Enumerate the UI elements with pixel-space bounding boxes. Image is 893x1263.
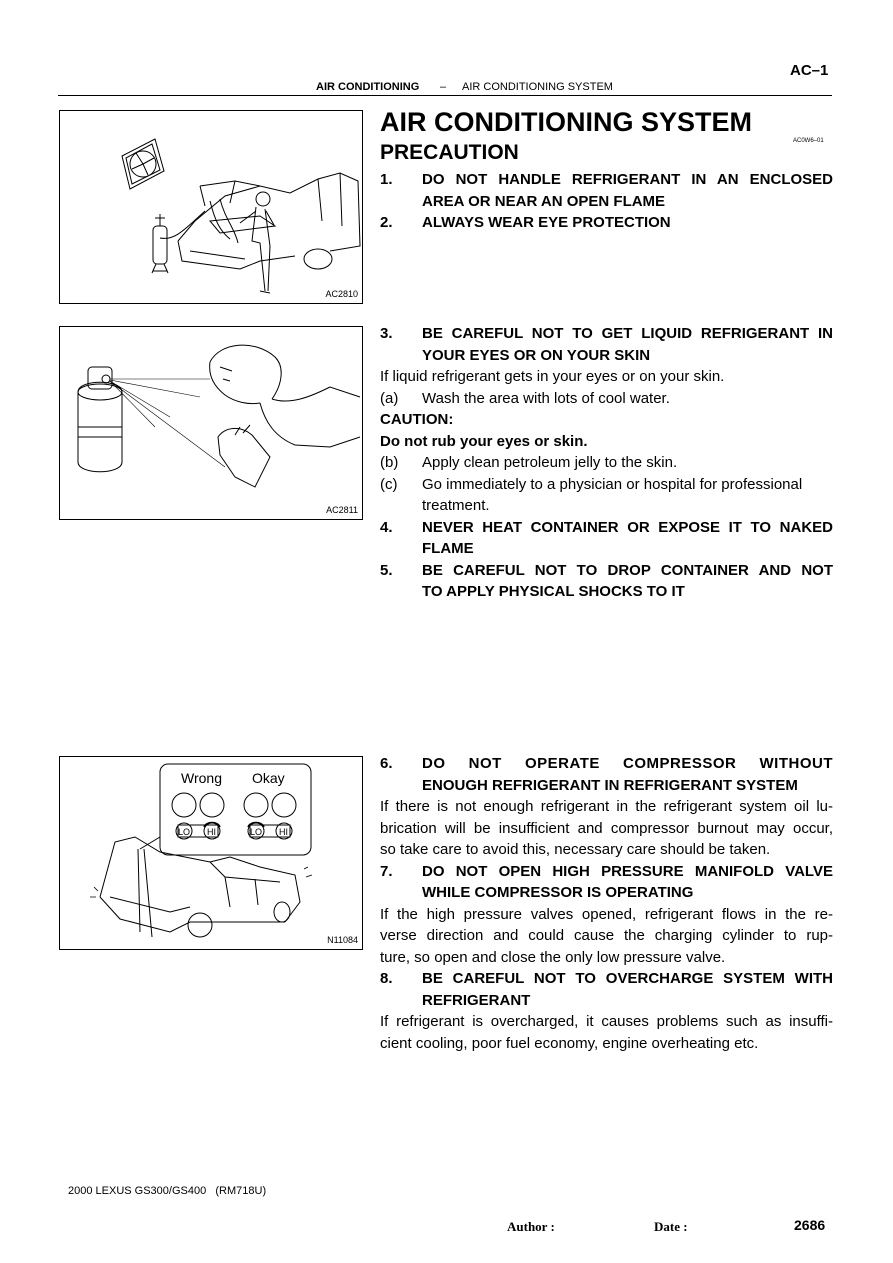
footer-date-label: Date : bbox=[654, 1219, 688, 1234]
gauge-set-wrong bbox=[171, 792, 225, 840]
page-title: AIR CONDITIONING SYSTEM bbox=[380, 107, 753, 137]
item-text-line2: TO APPLY PHYSICAL SHOCKS TO IT bbox=[422, 583, 685, 600]
item-text-line2: YOUR EYES OR ON YOUR SKIN bbox=[422, 346, 651, 364]
item-text-line2: AREA OR NEAR AN OPEN FLAME bbox=[422, 192, 666, 210]
car-icon bbox=[99, 836, 301, 938]
page-code: AC–1 bbox=[790, 62, 829, 79]
gauge-hi-label-okay: HI bbox=[279, 827, 288, 837]
car-icon bbox=[177, 172, 361, 270]
figure-code: AC2811 bbox=[326, 505, 358, 515]
caution-label: CAUTION: bbox=[380, 411, 454, 428]
document-id: AC0W6–01 bbox=[793, 138, 824, 144]
item-number: 8. bbox=[380, 970, 393, 987]
item-text-line2: REFRIGERANT bbox=[422, 991, 531, 1009]
gauge-set-okay bbox=[243, 792, 297, 840]
refrigerant-container-icon bbox=[77, 366, 123, 473]
item-text-line2: WHILE COMPRESSOR IS OPERATING bbox=[422, 884, 694, 901]
step-label: (a) bbox=[380, 389, 399, 407]
step-text: Apply clean petroleum jelly to the skin. bbox=[422, 454, 678, 471]
caution-text: Do not rub your eyes or skin. bbox=[380, 432, 588, 450]
item-number: 3. bbox=[380, 325, 393, 342]
figure-enclosed-area: AC2810 bbox=[59, 110, 363, 304]
label-okay: Okay bbox=[252, 770, 285, 786]
step-label: (b) bbox=[380, 454, 399, 471]
step-label: (c) bbox=[380, 475, 398, 493]
charging-cylinder-icon bbox=[151, 210, 206, 274]
item-number: 1. bbox=[380, 171, 393, 188]
section-title: AIR CONDITIONING bbox=[316, 81, 420, 93]
item-text-line1: BE CAREFUL NOT TO GET LIQUID REFRIGERANT… bbox=[422, 325, 833, 342]
label-wrong: Wrong bbox=[181, 770, 222, 786]
figure-eye-protection: AC2811 bbox=[59, 326, 363, 520]
item-number: 7. bbox=[380, 862, 393, 880]
person-icon bbox=[209, 344, 361, 488]
step-text-line2: treatment. bbox=[422, 497, 490, 514]
item-7-text-line3: ture, so open and close the only low pre… bbox=[380, 948, 726, 966]
item-6-text-line1: If there is not enough refrigerant in th… bbox=[380, 798, 833, 815]
subsection-title: AIR CONDITIONING SYSTEM bbox=[462, 81, 613, 93]
figure-manifold-gauges: Wrong Okay LO HI LO HI N11084 bbox=[59, 756, 363, 950]
item-number: 4. bbox=[380, 518, 393, 536]
figure-code: N11084 bbox=[327, 935, 358, 945]
section-subtitle: PRECAUTION bbox=[380, 141, 519, 164]
item-text-line1: ALWAYS WEAR EYE PROTECTION bbox=[422, 214, 671, 231]
gauge-lo-label-okay: LO bbox=[250, 827, 263, 837]
item-7-text-line2: verse direction and could cause the char… bbox=[380, 927, 833, 944]
item-7-text-line1: If the high pressure valves opened, refr… bbox=[380, 905, 833, 923]
item-6-text-line2: brication will be insufficient and compr… bbox=[380, 819, 833, 837]
footer-author-label: Author : bbox=[507, 1219, 555, 1234]
gauge-lo-label-wrong: LO bbox=[178, 827, 191, 837]
item-text-line2: ENOUGH REFRIGERANT IN REFRIGERANT SYSTEM bbox=[422, 776, 798, 794]
gauge-hi-label-wrong: HI bbox=[207, 827, 216, 837]
step-text-line1: Go immediately to a physician or hospita… bbox=[422, 475, 803, 493]
item-number: 6. bbox=[380, 755, 393, 772]
item-text-line1: DO NOT HANDLE REFRIGERANT IN AN ENCLOSED bbox=[422, 171, 833, 188]
item-3-description: If liquid refrigerant gets in your eyes … bbox=[380, 368, 725, 385]
footer-page-number: 2686 bbox=[794, 1217, 826, 1233]
item-text-line1: BE CAREFUL NOT TO OVERCHARGE SYSTEM WITH bbox=[422, 970, 833, 987]
figure-enclosed-area-drawing bbox=[121, 138, 361, 294]
header-separator: – bbox=[440, 81, 447, 93]
figure-eye-protection-drawing bbox=[77, 344, 361, 488]
header-rule bbox=[58, 95, 832, 96]
item-text-line1: BE CAREFUL NOT TO DROP CONTAINER AND NOT bbox=[422, 561, 833, 579]
gauge-callout-box bbox=[159, 763, 312, 856]
item-text-line2: FLAME bbox=[422, 540, 474, 557]
item-8-text-line1: If refrigerant is overcharged, it causes… bbox=[380, 1013, 833, 1030]
item-text-line1: DO NOT OPEN HIGH PRESSURE MANIFOLD VALVE bbox=[422, 862, 833, 880]
figure-code: AC2810 bbox=[325, 289, 358, 299]
footer-model: 2000 LEXUS GS300/GS400 (RM718U) bbox=[68, 1185, 267, 1197]
figure-manifold-gauges-drawing bbox=[90, 763, 313, 938]
item-8-text-line2: cient cooling, poor fuel economy, engine… bbox=[380, 1034, 759, 1052]
hose-lines bbox=[137, 848, 153, 938]
spray-icon bbox=[109, 378, 226, 468]
technician-icon bbox=[239, 191, 275, 294]
fan-icon bbox=[121, 138, 165, 190]
item-number: 5. bbox=[380, 561, 393, 579]
item-6-text-line3: so take care to avoid this, necessary ca… bbox=[380, 841, 771, 858]
item-text-line1: NEVER HEAT CONTAINER OR EXPOSE IT TO NAK… bbox=[422, 518, 833, 536]
step-text: Wash the area with lots of cool water. bbox=[422, 389, 670, 407]
item-text-line1: DO NOT OPERATE COMPRESSOR WITHOUT bbox=[422, 755, 833, 772]
item-number: 2. bbox=[380, 214, 393, 231]
